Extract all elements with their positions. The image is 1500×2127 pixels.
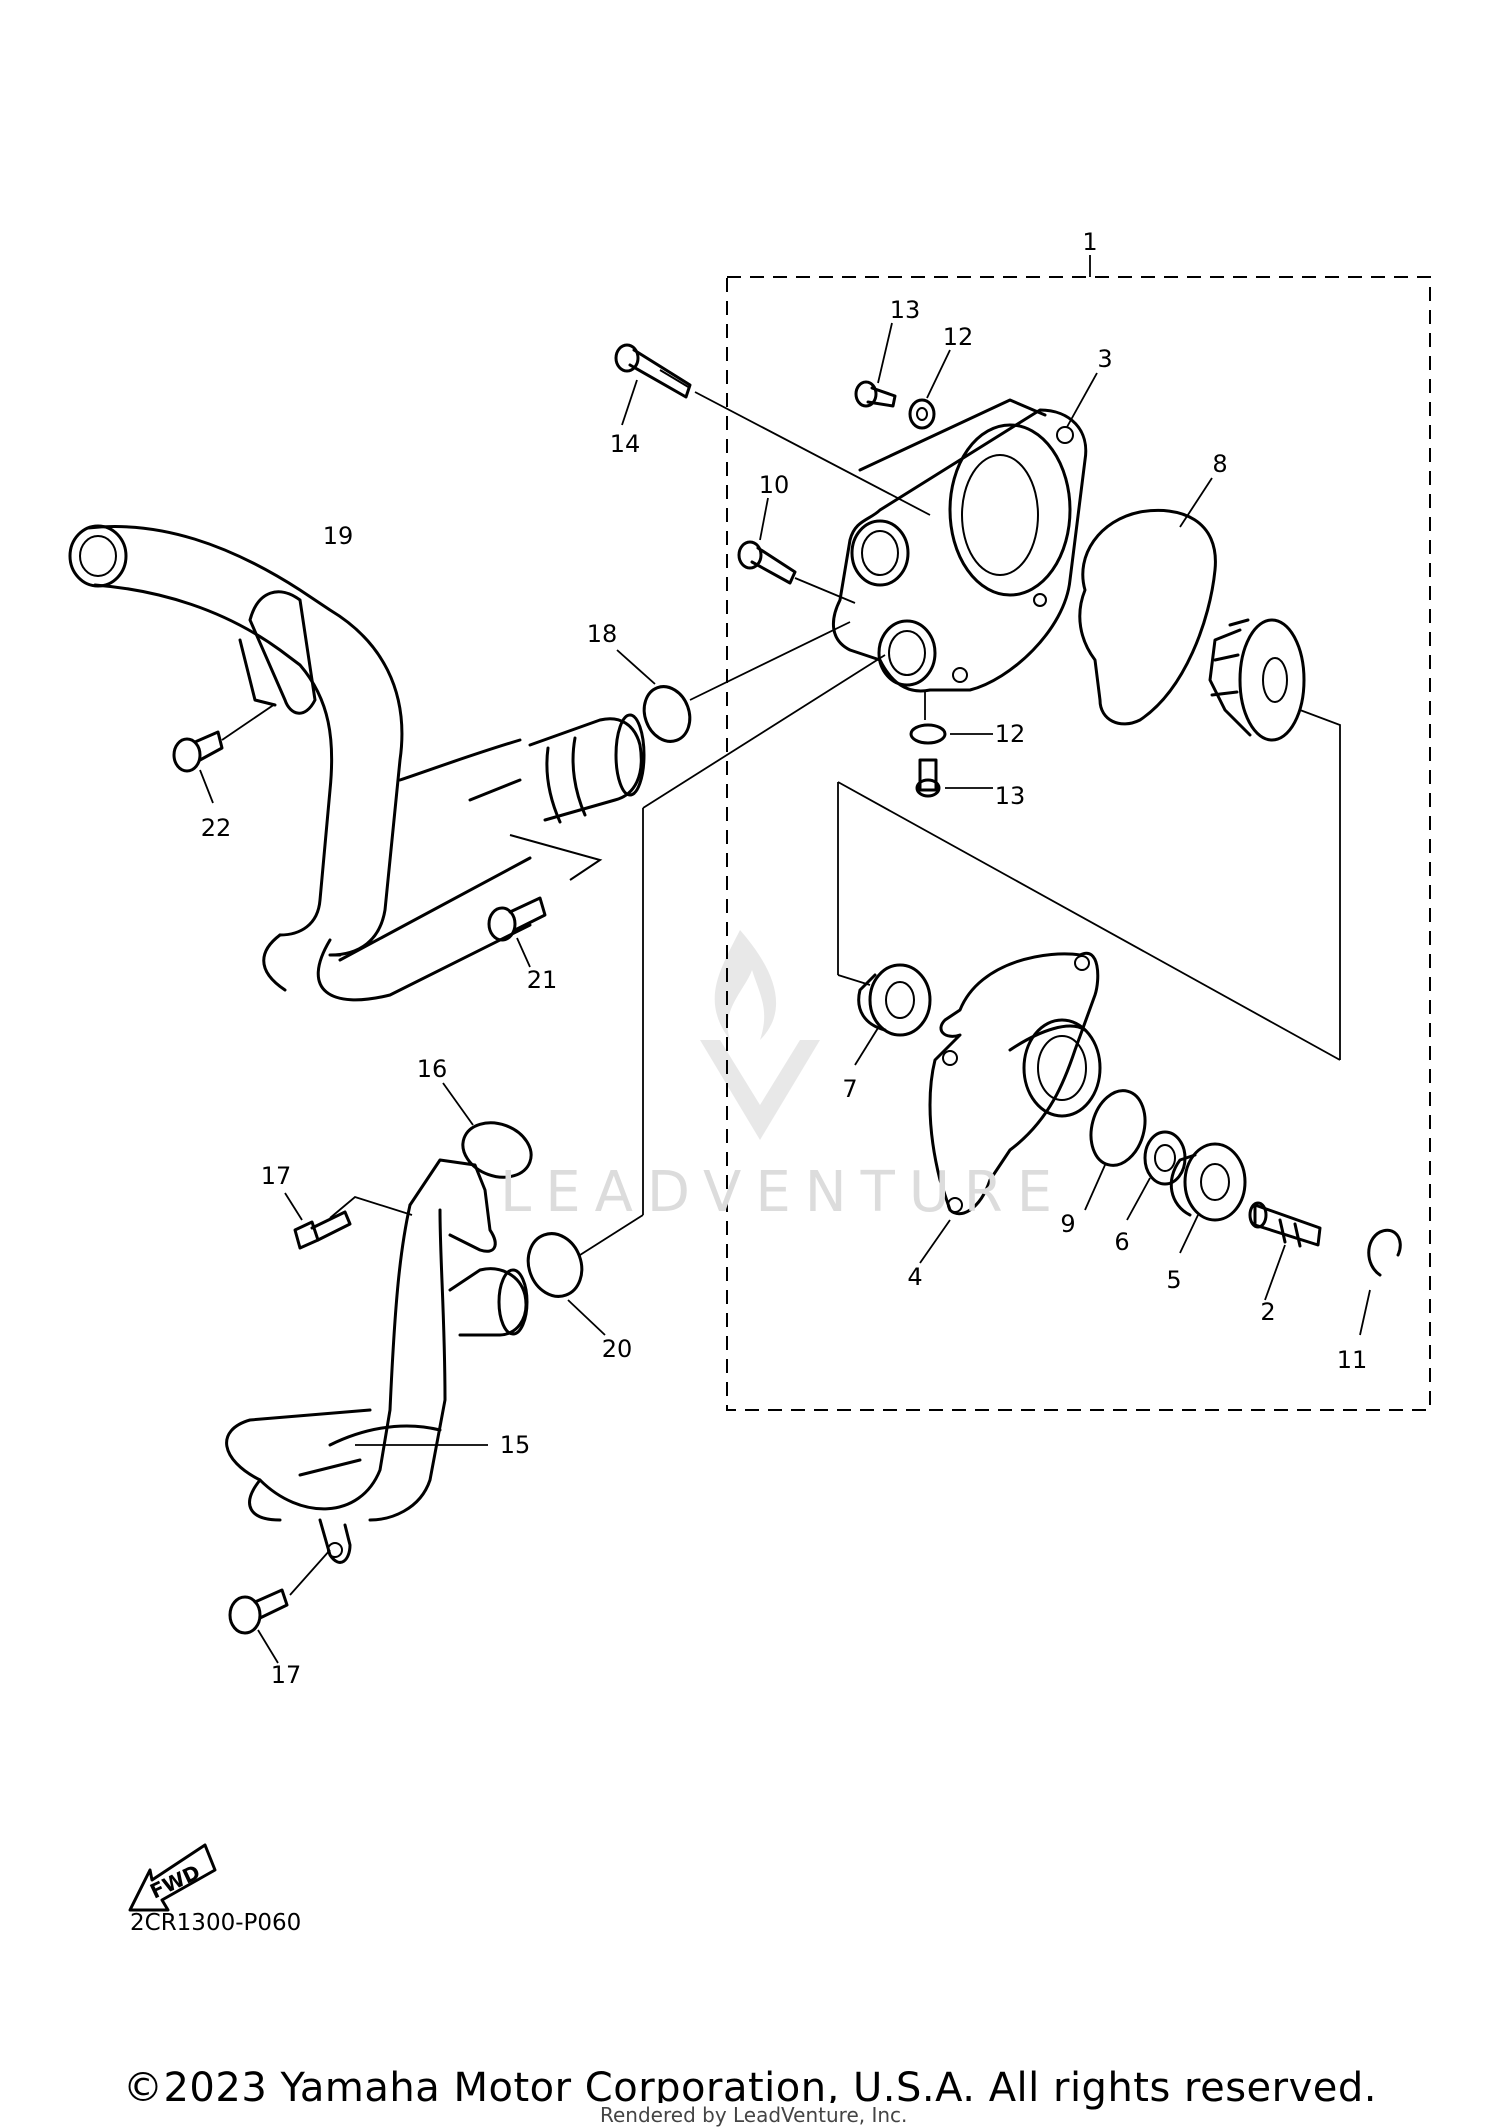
bolt-10 <box>737 540 797 585</box>
circlip-11 <box>1367 1228 1402 1277</box>
rendered-by-credit: Rendered by LeadVenture, Inc. <box>600 2103 908 2127</box>
oil-seal-6 <box>1143 1130 1187 1186</box>
washer-12-upper <box>908 398 936 430</box>
callout-9: 9 <box>1060 1210 1075 1238</box>
gasket-8 <box>1078 508 1217 726</box>
drawing-code: 2CR1300-P060 <box>130 1910 302 1936</box>
pump-housing-cover-3 <box>831 398 1088 693</box>
callout-17-lower: 17 <box>271 1661 302 1689</box>
callout-5: 5 <box>1166 1266 1181 1294</box>
upper-water-pipe <box>68 524 646 1002</box>
callout-19: 19 <box>323 522 354 550</box>
pump-body-4 <box>928 951 1102 1216</box>
callout-12-lower: 12 <box>995 720 1026 748</box>
callout-21: 21 <box>527 966 558 994</box>
callout-2: 2 <box>1260 1298 1275 1326</box>
o-ring-9 <box>1089 1089 1147 1167</box>
watermark-logo <box>700 930 820 1140</box>
callout-1: 1 <box>1082 228 1097 256</box>
callout-17-upper: 17 <box>261 1162 292 1190</box>
bolt-14 <box>614 343 692 399</box>
bolt-13-lower <box>915 758 941 798</box>
o-ring-18 <box>642 685 692 743</box>
callout-20: 20 <box>602 1335 633 1363</box>
callout-13-lower: 13 <box>995 782 1026 810</box>
lower-water-pipe <box>225 1158 529 1564</box>
bolt-21 <box>487 896 547 942</box>
washer-12-lower <box>909 723 947 745</box>
assembly-boundary-box <box>726 276 1431 1411</box>
mechanical-seal-7 <box>857 963 932 1037</box>
impeller-shaft-2 <box>1248 1201 1322 1248</box>
o-ring-20 <box>526 1232 584 1298</box>
callout-6: 6 <box>1114 1228 1129 1256</box>
callout-14: 14 <box>610 430 641 458</box>
o-ring-16 <box>461 1121 533 1179</box>
bolt-22 <box>172 730 224 773</box>
bolt-17-upper <box>293 1210 352 1250</box>
callout-18: 18 <box>587 620 618 648</box>
callout-16: 16 <box>417 1055 448 1083</box>
callout-11: 11 <box>1337 1346 1368 1374</box>
watermark-text: LEADVENTURE <box>500 1160 1067 1225</box>
forward-direction-arrow: FWD <box>128 1843 217 1912</box>
bolt-17-lower <box>228 1588 289 1635</box>
bolt-13-upper <box>854 380 897 408</box>
bearing-5 <box>1169 1142 1247 1222</box>
callout-8: 8 <box>1212 450 1227 478</box>
callout-7: 7 <box>842 1075 857 1103</box>
callout-22: 22 <box>201 814 232 842</box>
callout-15: 15 <box>500 1431 531 1459</box>
callout-10: 10 <box>759 471 790 499</box>
callout-12-upper: 12 <box>943 323 974 351</box>
callout-3: 3 <box>1097 345 1112 373</box>
callout-13-upper: 13 <box>890 296 921 324</box>
callout-4: 4 <box>907 1263 922 1291</box>
impeller <box>1208 618 1306 742</box>
